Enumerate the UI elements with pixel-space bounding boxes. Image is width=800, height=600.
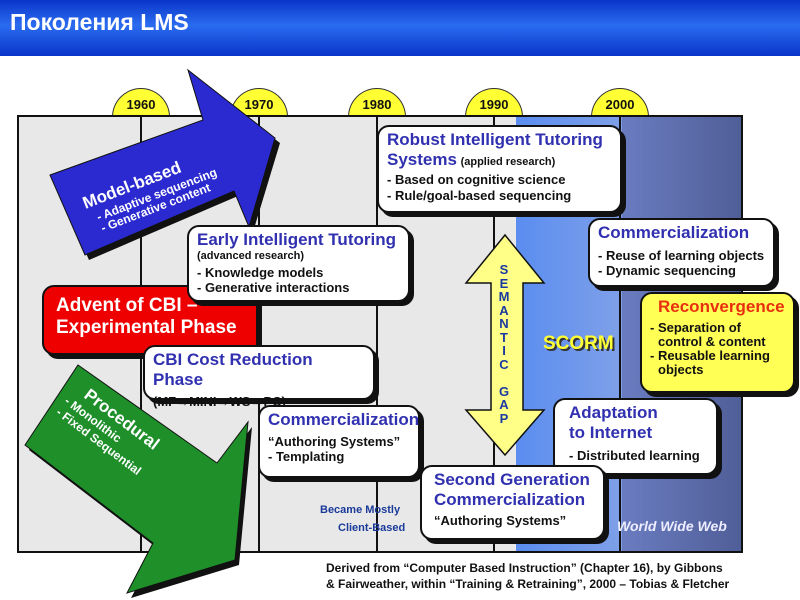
letter: M (498, 289, 510, 304)
box-subtitle: (MF→MINI→WS→PC) (153, 394, 286, 410)
box-title: Reconvergence (658, 297, 785, 316)
box-title: Early Intelligent Tutoring (197, 230, 396, 249)
divider (619, 115, 621, 553)
source-caption: Derived from “Computer Based Instruction… (326, 560, 729, 592)
box-item: - Generative interactions (197, 280, 350, 296)
letter: P (499, 410, 509, 426)
model-based-arrow (49, 68, 276, 256)
adaptation-internet-box: Adaptation to Internet - Distributed lea… (553, 398, 718, 475)
box-item: - Reusable learning (650, 348, 770, 364)
client-based-label: Became Mostly (320, 504, 401, 516)
procedural-arrow (24, 364, 249, 594)
box-title: CBI Cost Reduction Phase (153, 350, 313, 389)
letter: I (502, 343, 506, 358)
box-title: Commercialization (598, 223, 750, 242)
letter: N (499, 316, 509, 331)
second-generation-box: Second Generation Commercialization “Aut… (420, 465, 605, 540)
box-item: “Authoring Systems” (268, 433, 401, 449)
commercialization-reuse-box: Commercialization - Reuse of learning ob… (588, 218, 775, 287)
scorm-label: SCORM (543, 333, 614, 354)
letter: T (500, 329, 508, 345)
letter: S (499, 262, 509, 277)
box-title: Systems (387, 149, 457, 169)
letter: A (499, 397, 509, 412)
box-title: Advent of CBI – (56, 295, 198, 316)
reconvergence-box: Reconvergence - Separation of control & … (640, 292, 795, 393)
letter: E (499, 275, 509, 291)
box-item: control & content (658, 333, 766, 349)
box-title: Commercialization (268, 410, 420, 429)
box-item: - Templating (268, 449, 345, 465)
page-title: Поколения LMS (10, 9, 189, 35)
box-title: to Internet (569, 422, 653, 442)
box-item: - Knowledge models (197, 264, 324, 280)
caption-line: & Fairweather, within “Training & Retrai… (326, 577, 730, 591)
letter: A (499, 302, 509, 318)
box-title: Adaptation (569, 403, 658, 422)
cbi-cost-box: CBI Cost Reduction Phase (MF→MINI→WS→PC) (143, 345, 375, 409)
semantic-gap-arrow (464, 233, 546, 457)
box-title: Experimental Phase (56, 316, 237, 338)
box-item: - Separation of (650, 319, 742, 335)
early-its-box: Early Intelligent Tutoring (advanced res… (187, 225, 410, 302)
title-bar: Поколения LMS (0, 0, 800, 56)
letter: C (499, 356, 509, 372)
client-based-label: Client-Based (338, 522, 406, 534)
letter: G (498, 383, 510, 399)
box-title: Robust Intelligent Tutoring (387, 130, 603, 149)
spacer (497, 371, 511, 385)
www-label: World Wide Web (617, 518, 727, 534)
advent-cbi-box: Advent of CBI – Experimental Phase (42, 285, 258, 355)
box-item: “Authoring Systems” (434, 513, 567, 529)
semantic-gap-label: S E M A N T I C G A P (497, 263, 511, 425)
commercialization-authoring-box: Commercialization “Authoring Systems” - … (258, 405, 420, 478)
box-item: objects (658, 362, 704, 378)
box-item: - Based on cognitive science (387, 172, 566, 188)
box-title: Commercialization (434, 489, 586, 509)
caption-line: Derived from “Computer Based Instruction… (326, 561, 723, 575)
box-item: - Dynamic sequencing (598, 263, 736, 279)
robust-its-box: Robust Intelligent Tutoring Systems (app… (377, 125, 622, 213)
box-subtitle: (advanced research) (197, 249, 304, 262)
box-item: - Distributed learning (569, 448, 700, 464)
divider (376, 115, 378, 553)
divider (258, 115, 260, 553)
box-title: Second Generation (434, 470, 590, 489)
box-item: - Rule/goal-based sequencing (387, 187, 572, 203)
box-subtitle: (applied research) (460, 155, 556, 168)
box-item: - Reuse of learning objects (598, 247, 765, 263)
